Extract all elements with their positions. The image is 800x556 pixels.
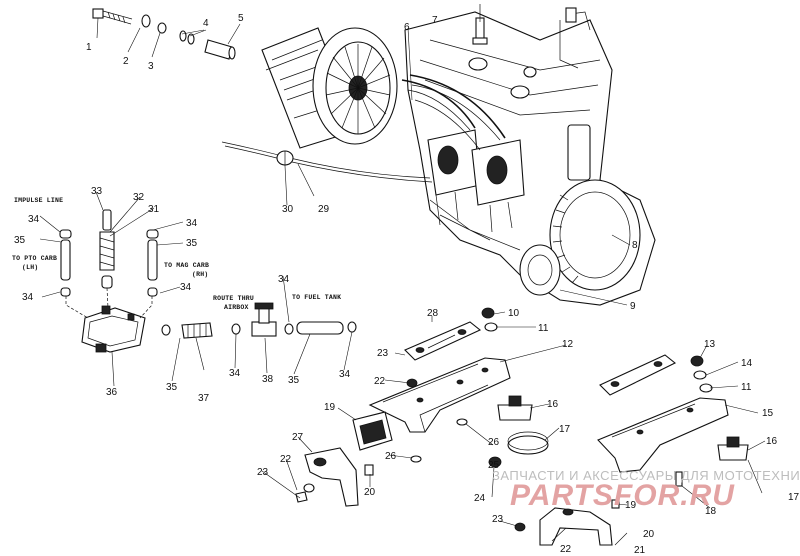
leader-lines [39, 17, 766, 546]
callout-13: 13 [704, 339, 716, 350]
bolt-assembly [92, 8, 236, 60]
callout-25: 25 [488, 460, 500, 471]
note-impulse-line: IMPULSE LINE [14, 197, 63, 204]
callout-12: 12 [562, 339, 574, 350]
engine-mounts [295, 307, 749, 546]
callout-3: 3 [148, 61, 154, 72]
callout-34g: 34 [339, 369, 351, 380]
note-to-mag-carb-side: (RH) [192, 271, 208, 278]
callout-34c: 34 [22, 292, 34, 303]
callout-35c: 35 [166, 382, 178, 393]
watermark-logo: PARTSFOR.RU [510, 479, 735, 512]
callout-7: 7 [432, 15, 438, 26]
note-route-thru: ROUTE THRU [213, 295, 254, 302]
fuel-pump-system [59, 209, 357, 353]
callout-35a: 35 [186, 238, 198, 249]
note-airbox: AIRBOX [224, 304, 249, 311]
callout-34b: 34 [28, 214, 40, 225]
callout-19b: 19 [625, 500, 637, 511]
note-to-pto-carb: TO PTO CARB [12, 255, 57, 262]
callout-22b: 22 [560, 544, 572, 555]
callout-numbers: 1 2 3 4 5 6 7 8 9 10 11 12 13 14 11 15 1… [14, 13, 800, 556]
callout-6: 6 [404, 22, 410, 33]
callout-35d: 35 [288, 375, 300, 386]
callout-5: 5 [238, 13, 244, 24]
callout-24: 24 [474, 493, 486, 504]
callout-36: 36 [106, 387, 118, 398]
callout-16b: 16 [766, 436, 778, 447]
callout-15: 15 [762, 408, 774, 419]
callout-30: 30 [282, 204, 294, 215]
callout-17a: 17 [559, 424, 571, 435]
drive-clutch [261, 27, 398, 149]
note-to-pto-carb-side: (LH) [22, 264, 38, 271]
callout-31: 31 [148, 204, 160, 215]
watermark-tagline: ЗАПЧАСТИ И АКСЕССУАРЫ ДЛЯ МОТОТЕХНИКИ [492, 468, 800, 483]
callout-20a: 20 [364, 487, 376, 498]
callout-21: 21 [634, 545, 646, 556]
callout-23b: 23 [492, 514, 504, 525]
callout-17b: 17 [788, 492, 800, 503]
note-to-mag-carb: TO MAG CARB [164, 262, 209, 269]
callout-11b: 11 [741, 382, 752, 393]
callout-11a: 11 [538, 323, 549, 334]
callout-33: 33 [91, 186, 103, 197]
callout-34a: 34 [186, 218, 198, 229]
routing-notes: IMPULSE LINE TO PTO CARB (LH) TO MAG CAR… [12, 197, 341, 311]
carburetors [401, 74, 525, 233]
callout-35b: 35 [14, 235, 26, 246]
throttle-cable [221, 141, 433, 183]
callout-9: 9 [630, 301, 636, 312]
callout-22c: 22 [280, 454, 292, 465]
callout-14: 14 [741, 358, 753, 369]
callout-1: 1 [86, 42, 92, 53]
callout-29: 29 [318, 204, 330, 215]
callout-2: 2 [123, 56, 129, 67]
note-to-fuel-tank: TO FUEL TANK [292, 294, 341, 301]
callout-34f: 34 [278, 274, 290, 285]
callout-26a: 26 [488, 437, 500, 448]
callout-19a: 19 [324, 402, 336, 413]
callout-37: 37 [198, 393, 210, 404]
callout-23c: 23 [257, 467, 269, 478]
callout-27: 27 [292, 432, 304, 443]
callout-4: 4 [203, 18, 209, 29]
callout-23a: 23 [377, 348, 389, 359]
engine-block [404, 7, 656, 306]
callout-34d: 34 [180, 282, 192, 293]
callout-20b: 20 [643, 529, 655, 540]
callout-38: 38 [262, 374, 274, 385]
callout-32: 32 [133, 192, 145, 203]
callout-16a: 16 [547, 399, 559, 410]
callout-28: 28 [427, 308, 439, 319]
callout-22a: 22 [374, 376, 386, 387]
callout-34e: 34 [229, 368, 241, 379]
callout-10: 10 [508, 308, 520, 319]
callout-18: 18 [705, 506, 717, 517]
watermark: ЗАПЧАСТИ И АКСЕССУАРЫ ДЛЯ МОТОТЕХНИКИ PA… [492, 468, 800, 512]
callout-26b: 26 [385, 451, 397, 462]
callout-8: 8 [632, 240, 638, 251]
